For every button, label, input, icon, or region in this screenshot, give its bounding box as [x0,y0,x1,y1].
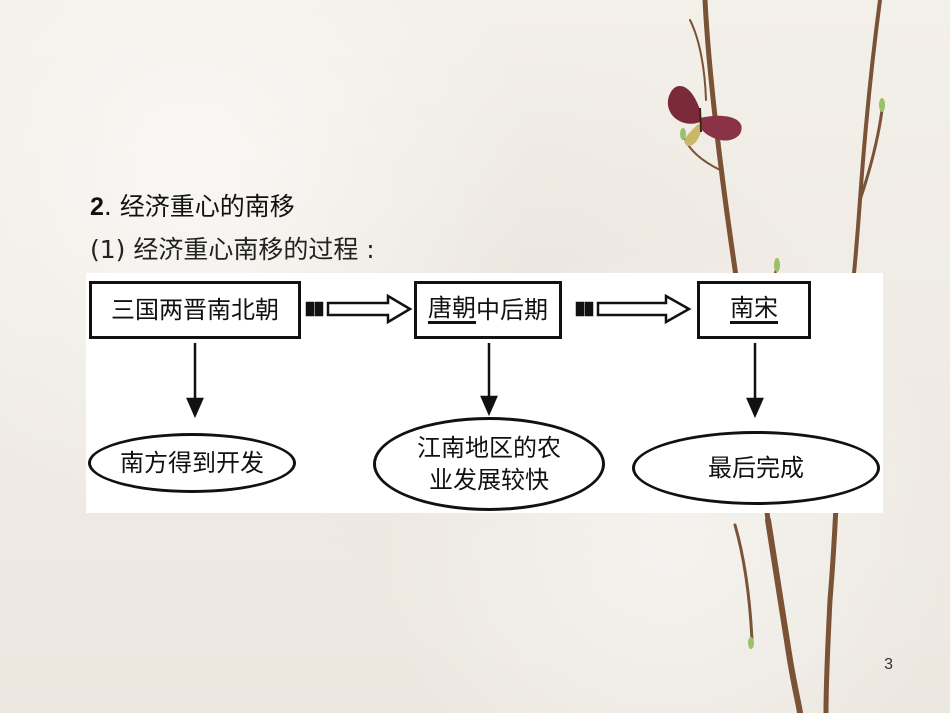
subsection-heading: (1) 经济重心南移的过程 : [90,235,375,264]
economic-shift-diagram: 三国两晋南北朝 唐朝中后期 南宋 南方得到开发 江南地区的农 业发展较快 最后完… [86,273,883,513]
stage-label-underlined: 南宋 [730,294,778,324]
section-heading: 2. 经济重心的南移 [90,192,295,222]
diagram-connectors [186,293,764,419]
page-number: 3 [884,656,893,673]
result-text: 最后完成 [708,454,804,482]
result-oval-1: 南方得到开发 [88,433,296,493]
result-oval-3: 最后完成 [632,431,880,505]
stage-box-southern-song: 南宋 [697,281,811,339]
flow-arrow-2 [575,293,692,325]
section-number: 2 [90,193,104,221]
stage-box-three-kingdoms: 三国两晋南北朝 [89,281,301,339]
result-text: 江南地区的农 业发展较快 [417,434,561,494]
result-oval-2: 江南地区的农 业发展较快 [373,417,605,511]
section-title: . 经济重心的南移 [103,192,295,221]
stage-box-tang: 唐朝中后期 [414,281,562,339]
result-text: 南方得到开发 [120,449,264,477]
stage-label-underlined: 唐朝 [428,294,476,324]
flow-arrow-1 [305,293,413,325]
stage-label: 中后期 [476,296,548,324]
stage-label: 三国两晋南北朝 [111,296,279,324]
